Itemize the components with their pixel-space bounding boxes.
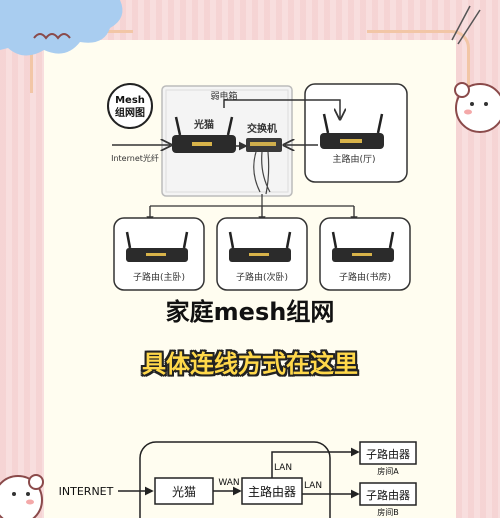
mesh-label-line1: Mesh [115, 95, 145, 106]
flow-main-router-box [241, 477, 303, 505]
scribble-decoration [451, 5, 481, 45]
mesh-label-circle [107, 83, 153, 129]
internet-fiber-label: Internet光纤 [111, 153, 159, 163]
flow-sub-router-a-box [359, 441, 417, 465]
switch-label: 交换机 [247, 122, 277, 135]
bear-face-decoration [0, 474, 44, 518]
cloud-decoration [0, 0, 123, 56]
bear-face-decoration [454, 82, 500, 133]
flow-internet-label: INTERNET [59, 485, 114, 498]
sub-router-label-2: 子路由(次卧) [236, 271, 288, 283]
flow-lan-label-2: LAN [304, 481, 322, 491]
flow-sub-router-b-box [359, 482, 417, 506]
mesh-network-diagram: Mesh 组网图 弱电箱 光猫 交换机 Internet光纤 主路由(厅) 子路… [107, 83, 411, 291]
flow-lan-label-1: LAN [274, 463, 292, 473]
modem-device-icon [172, 116, 236, 153]
main-router-label: 主路由(厅) [332, 153, 375, 165]
flow-modem-label: 光猫 [172, 485, 196, 499]
wiring-flowchart: INTERNET 光猫 WAN 主路由器 LAN LAN 子路由器 房间A 子路… [59, 441, 417, 518]
flow-main-router-label: 主路由器 [248, 484, 296, 499]
main-router-device-icon [320, 113, 384, 149]
sub-router-label-1: 子路由(主卧) [133, 271, 185, 283]
flow-sub-router-a-label: 子路由器 [366, 447, 410, 461]
flow-sub-router-b-room: 房间B [377, 507, 399, 517]
card-corner-decoration [367, 30, 470, 93]
flow-wan-label: WAN [218, 478, 239, 488]
flow-modem-box [154, 477, 214, 505]
sub-router-box-3 [319, 217, 411, 291]
flow-sub-router-a-room: 房间A [377, 466, 399, 476]
sub-router-label-3: 子路由(书房) [339, 271, 391, 283]
mesh-label-line2: 组网图 [115, 106, 145, 119]
main-title: 家庭mesh组网 [165, 298, 335, 326]
modem-label: 光猫 [193, 118, 214, 131]
subtitle-banner: 具体连线方式在这里 [142, 350, 358, 378]
sub-router-box-1 [113, 217, 205, 291]
cabinet-label: 弱电箱 [210, 90, 237, 102]
flow-sub-router-b-label: 子路由器 [366, 488, 410, 502]
sub-router-box-2 [216, 217, 308, 291]
switch-device-icon [246, 138, 282, 195]
flowchart-container [139, 441, 331, 518]
